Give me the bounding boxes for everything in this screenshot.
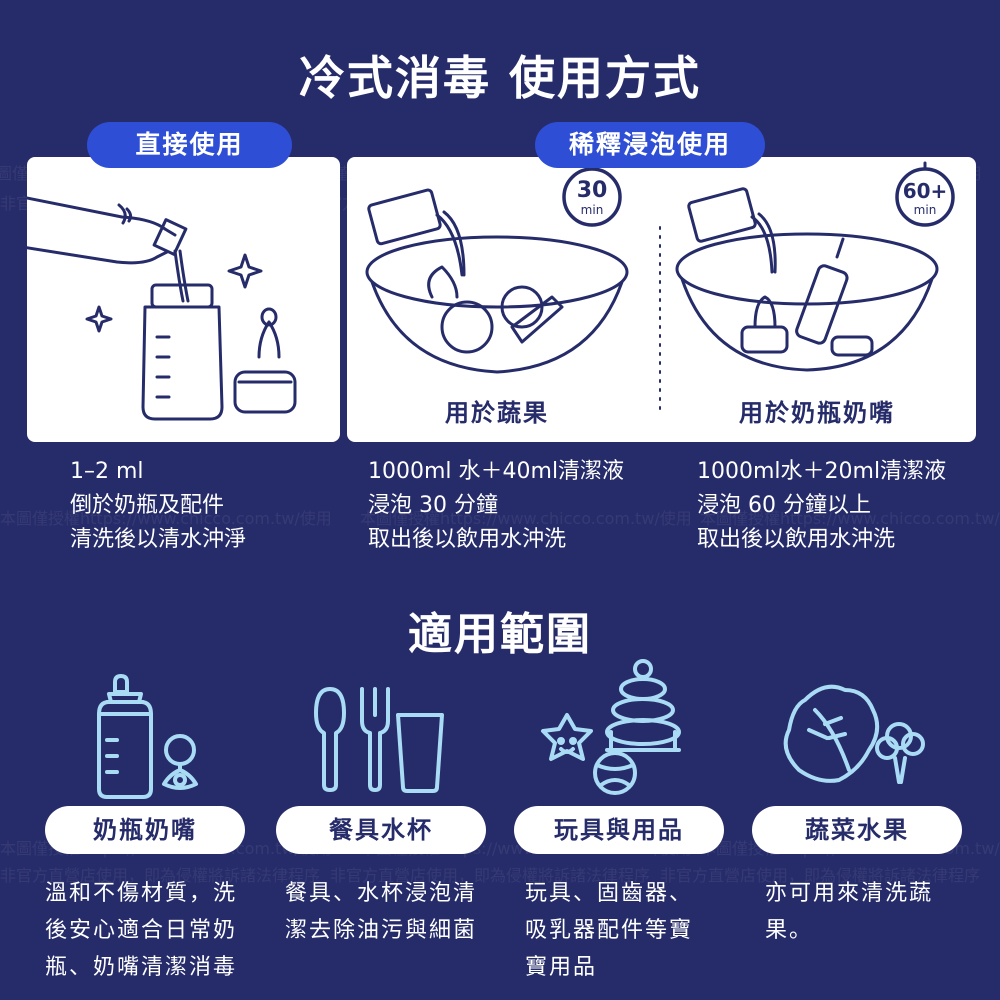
category-desc-vegetables: 亦可用來清洗蔬 果。 — [765, 881, 934, 943]
page-title: 冷式消毒 使用方式 — [298, 51, 701, 105]
watermark-text: 本圖僅授權https://www.chicco.com.tw/使用 — [0, 509, 332, 528]
dilute-illustrations — [365, 161, 955, 413]
timer-60-value: 60+ — [902, 179, 948, 203]
bottle-pouring-illustration — [27, 196, 297, 421]
produce-caption: 用於蔬果 — [445, 399, 549, 427]
timer-30-value: 30 — [576, 178, 608, 203]
toys-icon — [541, 659, 681, 795]
category-pill-toys: 玩具與用品 — [514, 806, 724, 854]
direct-use-label: 直接使用 — [87, 122, 292, 168]
direct-desc: 1–2 ml 倒於奶瓶及配件 清洗後以清水沖淨 — [70, 459, 247, 552]
timer-60-unit: min — [913, 203, 937, 217]
vegetables-icon — [783, 684, 925, 784]
baby-bottle-pacifier-icon — [97, 674, 198, 799]
watermark-text: 非官方直營店使用，即為侵權將訴諸法律程序 — [0, 866, 321, 885]
utensils-cup-icon — [314, 687, 444, 793]
produce-desc: 1000ml 水＋40ml清潔液 浸泡 30 分鐘 取出後以飲用水沖洗 — [368, 459, 625, 552]
watermark-text: 本圖僅授權https://www.chicco.com.tw/使用 — [700, 509, 1000, 528]
range-title: 適用範圍 — [408, 609, 592, 660]
category-desc-toys: 玩具、固齒器、 吸乳器配件等寶 寶用品 — [525, 881, 694, 980]
watermark-text: 非官方直營店使用，即為侵權將訴諸法律程序 — [330, 866, 651, 885]
watermark-text: 非官方直營店使用，即為侵權將訴諸法律程序 — [660, 866, 981, 885]
timer-30-unit: min — [580, 203, 604, 217]
watermark-text: 本圖僅授權https://www.chicco.com.tw/使用 — [360, 509, 692, 528]
dilute-use-panel: 30 min 60+ min 用於蔬果 用於奶瓶奶嘴 — [347, 157, 976, 442]
direct-use-panel — [27, 157, 340, 442]
category-pill-vegetables: 蔬菜水果 — [752, 806, 962, 854]
category-desc-utensils: 餐具、水杯浸泡清 潔去除油污與細菌 — [285, 881, 478, 943]
bottle-desc: 1000ml水＋20ml清潔液 浸泡 60 分鐘以上 取出後以飲用水沖洗 — [697, 459, 947, 552]
category-pill-bottle: 奶瓶奶嘴 — [45, 806, 245, 854]
category-pill-utensils: 餐具水杯 — [276, 806, 486, 854]
dilute-use-label: 稀釋浸泡使用 — [535, 122, 765, 168]
bottle-caption: 用於奶瓶奶嘴 — [739, 399, 895, 427]
category-desc-bottle: 溫和不傷材質，洗 後安心適合日常奶 瓶、奶嘴清潔消毒 — [45, 881, 238, 980]
